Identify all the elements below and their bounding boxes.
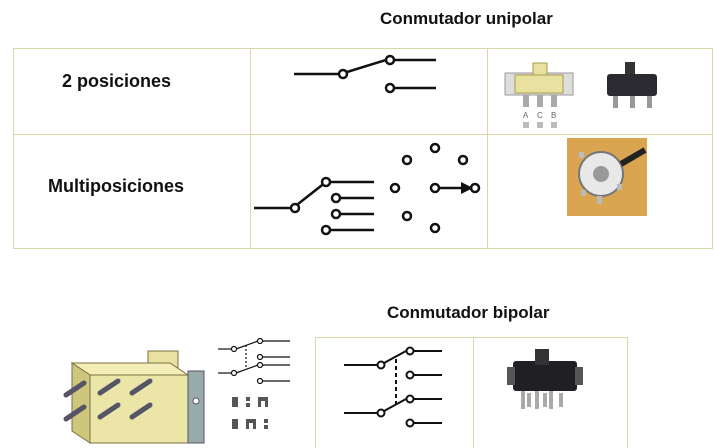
dpdt-switch-illustration xyxy=(63,350,205,444)
column-divider xyxy=(487,49,488,248)
row-divider xyxy=(14,134,712,135)
two-position-switch-symbol xyxy=(294,54,436,94)
pin-label-c: C xyxy=(537,111,543,120)
multiposition-rotary-symbol xyxy=(389,142,481,234)
column-divider xyxy=(473,338,474,448)
bipolar-title: Conmutador bipolar xyxy=(387,303,550,322)
bipolar-table xyxy=(315,337,628,448)
column-divider xyxy=(250,49,251,248)
row-label-2-positions: 2 posiciones xyxy=(62,71,172,91)
unipolar-table xyxy=(13,48,713,249)
multiposition-lever-symbol xyxy=(254,176,374,236)
pin-label-a: A xyxy=(523,111,529,120)
pin-label-b: B xyxy=(551,111,556,120)
unipolar-title: Conmutador unipolar xyxy=(380,9,553,28)
slide-switch-image: A C B xyxy=(504,62,574,128)
dpdt-small-schematic xyxy=(218,337,290,429)
dpdt-switch-symbol xyxy=(344,346,442,428)
row-label-multiposition: Multiposiciones xyxy=(48,176,185,196)
dpdt-switch-photo xyxy=(507,349,583,409)
rotary-switch-image xyxy=(567,138,647,216)
black-switch-image xyxy=(607,62,657,108)
